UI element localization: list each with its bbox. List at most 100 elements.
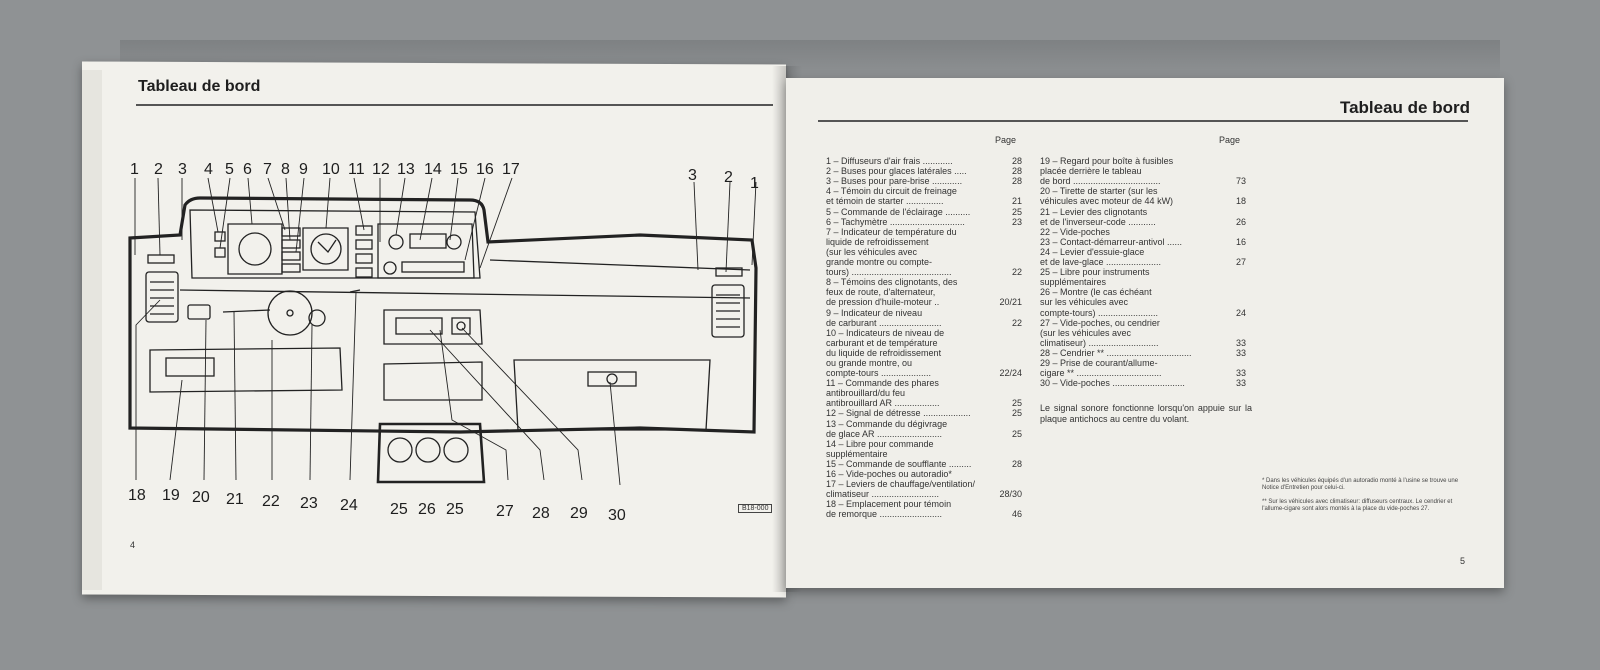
- legend-text: supplémentaires: [1040, 277, 1107, 288]
- legend-row: (sur les véhicules avec: [826, 247, 1022, 257]
- svg-text:16: 16: [476, 161, 494, 178]
- legend-text: de bord ................................…: [1040, 176, 1161, 187]
- legend-column-1: Page 1 – Diffuseurs d'air frais ........…: [826, 135, 1022, 519]
- legend-text: 25 – Libre pour instruments: [1040, 267, 1150, 278]
- legend-row: cigare ** ..............................…: [1040, 368, 1246, 378]
- legend-page: [1242, 247, 1246, 257]
- svg-text:11: 11: [348, 161, 365, 178]
- legend-text: supplémentaire: [826, 448, 888, 459]
- legend-row: ou grande montre, ou: [826, 358, 1022, 368]
- legend-row: du liquide de refroidissement: [826, 348, 1022, 358]
- legend-row: 4 – Témoin du circuit de freinage: [826, 186, 1022, 196]
- legend-page: [1242, 358, 1246, 368]
- legend-page: 18: [1235, 196, 1246, 207]
- legend-row: tours) .................................…: [826, 267, 1022, 277]
- legend-page: [1018, 277, 1022, 287]
- legend-row: 3 – Buses pour pare-brise ............28: [826, 176, 1022, 186]
- legend-row: 27 – Vide-poches, ou cendrier: [1040, 318, 1246, 328]
- legend-text: liquide de refroidissement: [826, 236, 929, 247]
- legend-row: climatiseur) ...........................…: [1040, 338, 1246, 348]
- legend-row: placée derrière le tableau: [1040, 166, 1246, 176]
- page-edge: [82, 70, 102, 590]
- svg-text:3: 3: [178, 161, 187, 178]
- legend-text: 27 – Vide-poches, ou cendrier: [1040, 317, 1160, 328]
- legend-text: 22 – Vide-poches: [1040, 226, 1110, 237]
- legend-row: de carburant .........................22: [826, 318, 1022, 328]
- legend-row: antibrouillard/du feu: [826, 388, 1022, 398]
- legend-text: véhicules avec moteur de 44 kW): [1040, 196, 1174, 207]
- svg-text:23: 23: [300, 495, 318, 512]
- legend-row: 26 – Montre (le cas échéant: [1040, 287, 1246, 297]
- legend-text: 1 – Diffuseurs d'air frais ............: [826, 156, 953, 167]
- legend-row: 16 – Vide-poches ou autoradio*: [826, 469, 1022, 479]
- legend-page: [1242, 207, 1246, 217]
- legend-text: antibrouillard/du feu: [826, 388, 906, 399]
- svg-text:29: 29: [570, 505, 588, 522]
- legend-page: [1018, 388, 1022, 398]
- legend-text: 28 – Cendrier ** .......................…: [1040, 347, 1192, 358]
- legend-text: et de lave-glace ......................: [1040, 257, 1162, 268]
- legend-page: 25: [1011, 428, 1022, 439]
- legend-text: et témoin de starter ...............: [826, 196, 944, 207]
- svg-text:1: 1: [130, 161, 139, 178]
- svg-text:20: 20: [192, 489, 210, 506]
- legend-text: climatiseur) ...........................…: [1040, 337, 1159, 348]
- legend-page: 28: [1011, 156, 1022, 167]
- legend-row: de remorque .........................46: [826, 509, 1022, 519]
- legend-page: 16: [1235, 236, 1246, 247]
- legend-page: [1242, 156, 1246, 166]
- legend-text: 20 – Tirette de starter (sur les: [1040, 186, 1158, 197]
- footnote-1: * Dans les véhicules équipés d'un autora…: [1262, 478, 1459, 491]
- legend-page: 28: [1011, 166, 1022, 177]
- left-title-rule: [136, 104, 773, 106]
- legend-text: de carburant .........................: [826, 317, 942, 328]
- legend-page: 73: [1235, 176, 1246, 187]
- legend-page: 25: [1011, 398, 1022, 409]
- legend-page: 33: [1235, 378, 1246, 389]
- svg-text:10: 10: [322, 161, 340, 178]
- legend-page: [1018, 338, 1022, 348]
- legend-page: [1018, 449, 1022, 459]
- legend-row: 24 – Levier d'essuie-glace: [1040, 247, 1246, 257]
- svg-text:25: 25: [446, 501, 464, 518]
- legend-text: de pression d'huile-moteur ..: [826, 297, 940, 308]
- legend-row: 22 – Vide-poches: [1040, 227, 1246, 237]
- legend-row: liquide de refroidissement: [826, 237, 1022, 247]
- legend-row: 23 – Contact-démarreur-antivol ......16: [1040, 237, 1246, 247]
- svg-text:12: 12: [372, 161, 390, 178]
- legend-text: 2 – Buses pour glaces latérales .....: [826, 166, 967, 177]
- legend-page: [1018, 378, 1022, 388]
- legend-row: compte-tours) ........................24: [1040, 308, 1246, 318]
- legend-row: 1 – Diffuseurs d'air frais ............ 2…: [826, 156, 1022, 166]
- legend-page: [1242, 287, 1246, 297]
- legend-text: 6 – Tachymètre .........................…: [826, 216, 965, 227]
- legend-text: cigare ** ..............................…: [1040, 368, 1162, 379]
- svg-text:14: 14: [424, 161, 442, 178]
- footnote-2: ** Sur les véhicules avec climatiseur: d…: [1262, 499, 1453, 512]
- legend-page: [1242, 328, 1246, 338]
- legend-row: 19 – Regard pour boîte à fusibles: [1040, 156, 1246, 166]
- legend-row: grande montre ou compte-: [826, 257, 1022, 267]
- horn-note: Le signal sonore fonctionne lorsqu'on ap…: [1040, 403, 1252, 424]
- svg-text:1: 1: [750, 175, 759, 192]
- legend-text: 29 – Prise de courant/allume-: [1040, 357, 1158, 368]
- legend-text: 26 – Montre (le cas échéant: [1040, 287, 1152, 298]
- legend-text: placée derrière le tableau: [1040, 166, 1142, 177]
- legend-row: de glace AR ..........................25: [826, 429, 1022, 439]
- svg-text:15: 15: [450, 161, 468, 178]
- legend-page: 28: [1011, 176, 1022, 187]
- svg-text:30: 30: [608, 507, 626, 524]
- legend-row: 13 – Commande du dégivrage: [826, 419, 1022, 429]
- legend-row: et de l'inverseur-code ...........26: [1040, 217, 1246, 227]
- svg-text:3: 3: [688, 167, 697, 184]
- right-page: [786, 78, 1504, 588]
- legend-row: 28 – Cendrier ** .......................…: [1040, 348, 1246, 358]
- legend-page: 28: [1011, 458, 1022, 469]
- svg-text:28: 28: [532, 505, 550, 522]
- legend-row: 7 – Indicateur de température du: [826, 227, 1022, 237]
- legend-row: carburant et de température: [826, 338, 1022, 348]
- left-page-number: 4: [130, 540, 136, 550]
- legend-row: supplémentaire: [826, 449, 1022, 459]
- legend-page: 33: [1235, 347, 1246, 358]
- legend-page: [1018, 439, 1022, 449]
